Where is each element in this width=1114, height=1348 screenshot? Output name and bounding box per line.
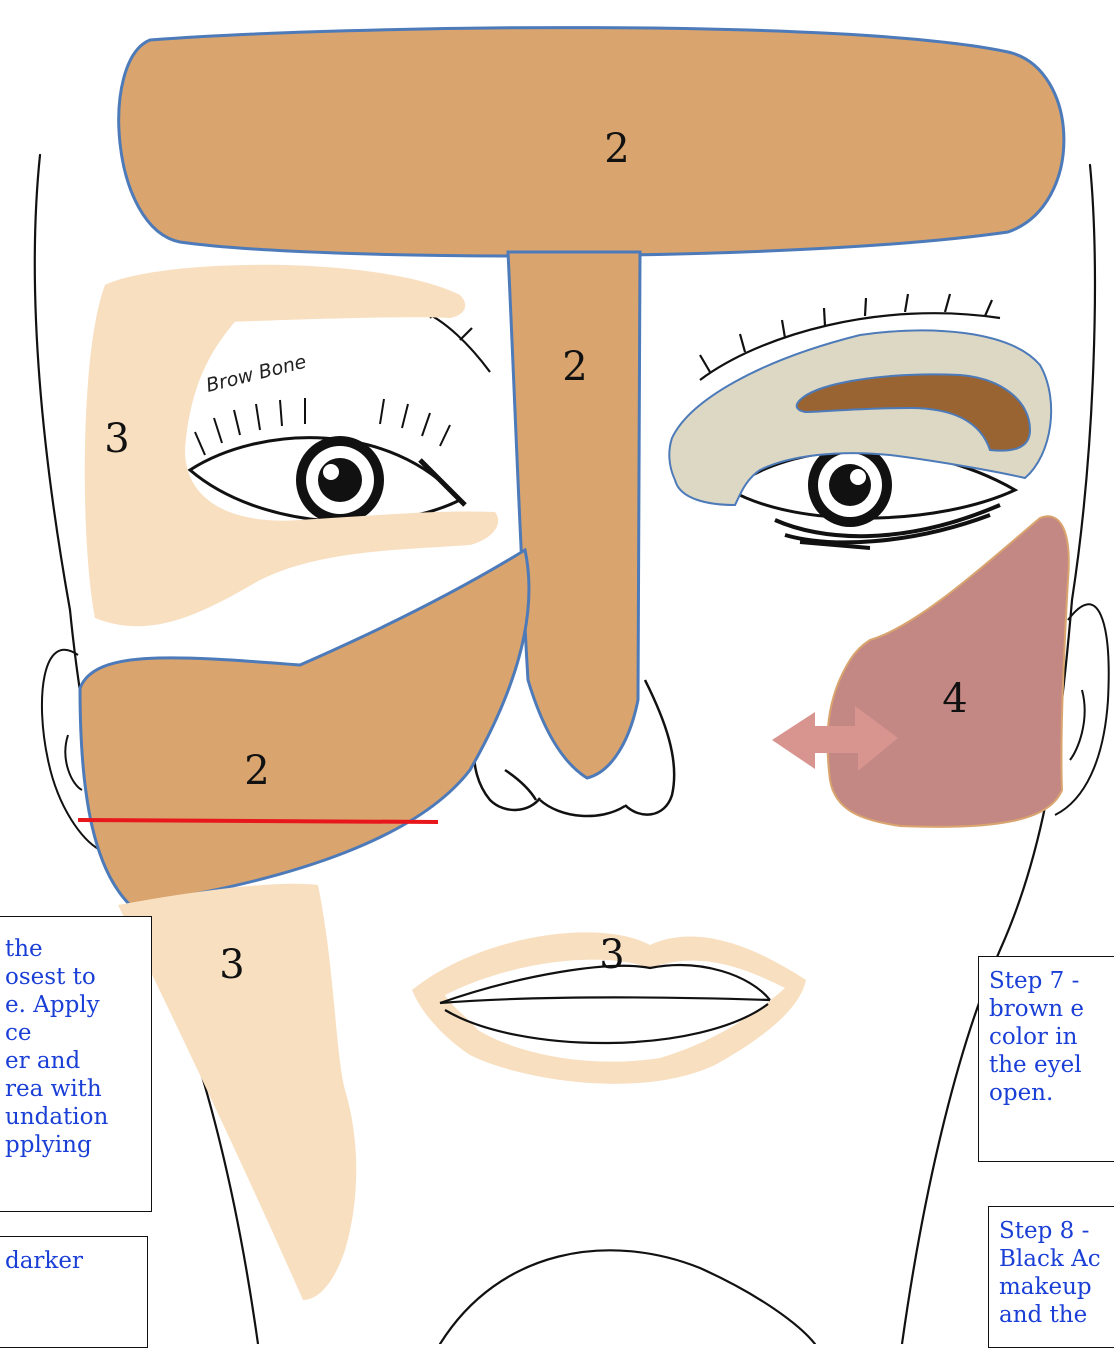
note-line: makeup (999, 1273, 1114, 1301)
note-line: ce (5, 1019, 151, 1047)
zone-number-blush: 4 (942, 676, 967, 722)
step7-note: Step 7 - brown e color in the eyel open. (978, 956, 1114, 1162)
zone-blush (827, 516, 1068, 827)
zone-number-lips: 3 (599, 932, 624, 978)
note-line: color in (989, 1023, 1114, 1051)
left-step-note: the osest to e. Apply ce er and rea with… (0, 916, 152, 1212)
note-line: the (5, 935, 151, 963)
step8-note: Step 8 - Black Ac makeup and the (988, 1206, 1114, 1348)
jawline-marker (78, 820, 438, 822)
note-line: Step 8 - (999, 1217, 1114, 1245)
zone-nose-bridge (508, 252, 640, 778)
note-line: Black Ac (999, 1245, 1114, 1273)
note-line: pplying (5, 1131, 151, 1159)
left-bottom-note: darker (0, 1236, 148, 1348)
note-line: the eyel (989, 1051, 1114, 1079)
zones (78, 28, 1069, 1300)
note-line: er and (5, 1047, 151, 1075)
note-line: rea with (5, 1075, 151, 1103)
zone-forehead (119, 28, 1064, 256)
zone-number-forehead: 2 (604, 126, 629, 172)
note-line: osest to (5, 963, 151, 991)
zone-number-upper-eye: 3 (104, 416, 129, 462)
note-line: e. Apply (5, 991, 151, 1019)
note-line: brown e (989, 995, 1114, 1023)
zone-number-nose: 2 (562, 344, 587, 390)
note-line: darker (5, 1247, 147, 1275)
zone-number-cheek: 2 (244, 748, 269, 794)
zone-number-jaw: 3 (219, 942, 244, 988)
note-line: and the (999, 1301, 1114, 1329)
note-line: Step 7 - (989, 967, 1114, 995)
brow-bone-label: Brow Bone (204, 351, 309, 397)
note-line: open. (989, 1079, 1114, 1107)
note-line: undation (5, 1103, 151, 1131)
